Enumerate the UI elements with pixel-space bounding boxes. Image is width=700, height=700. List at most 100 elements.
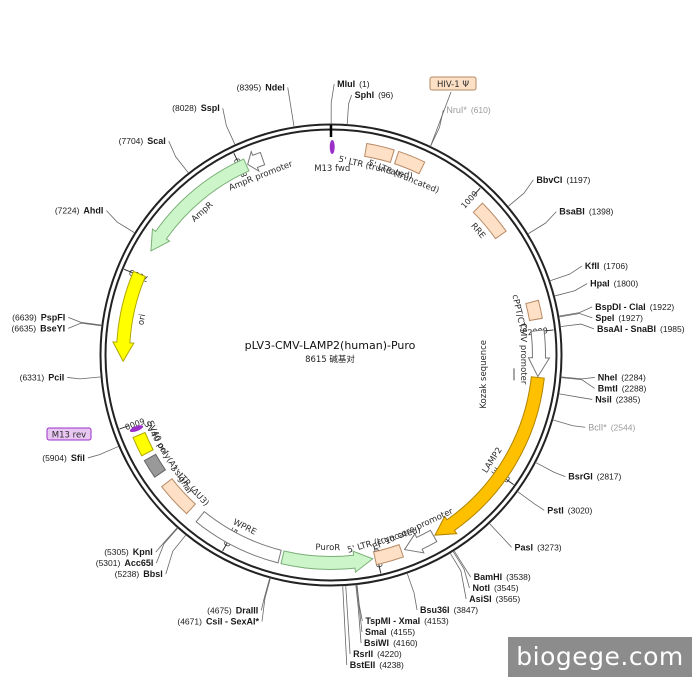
site-text: NotI(3545) <box>472 583 518 593</box>
site-position: (1197) <box>566 175 590 185</box>
feature-cppt-cts <box>525 299 543 322</box>
restriction-sites-group: MluI(1)SphI(96)NruI*(610)BbvCI(1197)BsaB… <box>12 76 685 670</box>
site-bsabi: BsaBI(1398) <box>527 207 614 235</box>
site-nhei: NheI(2284) <box>560 372 646 382</box>
site-leader-line <box>87 445 119 459</box>
site-text: NruI*(610) <box>446 105 491 115</box>
site-sfii: (5904)SfiI <box>42 445 119 463</box>
feature-label: CMV promoter <box>518 323 528 385</box>
site-name: DraIII <box>236 605 259 615</box>
site-name: NheI <box>598 372 618 382</box>
site-name: BbvCI <box>536 175 562 185</box>
site-nsii: NsiI(2385) <box>558 393 640 404</box>
site-text: (6331)PciI <box>20 372 65 382</box>
primer-label-box <box>46 427 92 441</box>
site-spei: SpeI(1927) <box>558 313 643 323</box>
site-leader-line <box>449 552 467 600</box>
site-ndei: (8395)NdeI <box>237 82 295 128</box>
site-name: NdeI <box>265 82 285 92</box>
site-position: (4155) <box>390 627 415 637</box>
site-bspdi-clai: BspDI - ClaI(1922) <box>558 302 674 317</box>
site-hpai: HpaI(1800) <box>554 279 638 297</box>
site-name: NruI* <box>446 105 467 115</box>
site-position: (3020) <box>568 505 593 515</box>
site-position: (8028) <box>172 103 197 113</box>
site-leader-line <box>260 577 271 611</box>
site-bsu36i: Bsu36I (3847) <box>406 572 479 615</box>
feature-label: PuroR <box>315 543 340 553</box>
site-rsrii: RsrII(4220) <box>345 585 402 659</box>
site-leader-line <box>535 462 566 478</box>
site-position: (6639) <box>12 312 37 322</box>
feature-puror <box>280 550 374 574</box>
site-text: PasI(3273) <box>515 542 562 552</box>
site-leader-line <box>330 83 335 125</box>
site-position: (6331) <box>20 372 45 382</box>
site-name: BmtI <box>598 383 618 393</box>
site-bsaai-snabi: BsaAI - SnaBI(1985) <box>560 323 685 334</box>
site-text: SphI(96) <box>355 90 394 100</box>
site-position: (5904) <box>42 453 67 463</box>
site-leader-line <box>356 584 363 633</box>
site-name: HpaI <box>590 279 610 289</box>
site-bbsi: (5238)BbsI <box>115 534 187 579</box>
site-position: (1985) <box>660 324 685 334</box>
site-position: (4671) <box>177 616 202 626</box>
site-leader-line <box>155 527 179 564</box>
site-text: BmtI(2288) <box>598 383 647 393</box>
site-leader-line <box>342 585 348 666</box>
site-text: NheI(2284) <box>598 372 646 382</box>
site-text: BsaAI - SnaBI(1985) <box>597 324 685 334</box>
site-bcli-: BclI*(2544) <box>552 419 635 432</box>
site-leader-line <box>346 94 353 125</box>
site-name: BseYI <box>40 323 65 333</box>
tick-mark <box>543 329 554 332</box>
site-position: (3847) <box>454 605 479 615</box>
site-text: (5301)Acc65I <box>96 558 154 568</box>
site-csii-sexai-: (4671)CsiI - SexAI* <box>177 577 271 626</box>
site-psti: PstI(3020) <box>517 491 593 515</box>
site-leader-line <box>345 585 351 655</box>
site-leader-line <box>406 572 418 611</box>
site-leader-line <box>558 306 593 317</box>
site-name: BspDI - ClaI <box>595 302 646 312</box>
site-text: (7704)ScaI <box>119 136 166 146</box>
site-position: (4675) <box>207 605 232 615</box>
site-text: (5305)KpnI <box>104 547 153 557</box>
site-bseyi: (6635)BseYI <box>12 322 102 333</box>
primer-label: M13 fwd <box>314 164 350 174</box>
site-name: PspFI <box>41 312 66 322</box>
site-name: AhdI <box>83 205 103 215</box>
site-text: (4671)CsiI - SexAI* <box>177 616 259 626</box>
site-name: BsiWI <box>364 638 389 648</box>
site-position: (5305) <box>104 547 129 557</box>
site-text: (4675) DraIII <box>207 605 258 615</box>
site-leader-line <box>549 265 583 282</box>
site-kfli: KflI(1706) <box>549 261 628 282</box>
site-name: SspI <box>201 103 220 113</box>
hiv-psi-leader <box>430 91 452 147</box>
site-position: (3545) <box>494 583 519 593</box>
site-pspfi: (6639) PspFI <box>12 312 102 326</box>
site-name: PasI <box>515 542 534 552</box>
site-bbvci: BbvCI (1197) <box>507 175 590 207</box>
site-kpni: (5305)KpnI <box>104 527 178 557</box>
site-text: (8395)NdeI <box>237 82 285 92</box>
feature-ori <box>112 270 147 363</box>
hiv-psi-label: HIV-1 Ψ <box>437 80 469 90</box>
site-position: (1927) <box>618 313 643 323</box>
site-name: NsiI <box>595 394 612 404</box>
site-name: ScaI <box>147 136 166 146</box>
site-bmti: BmtI(2288) <box>560 377 647 393</box>
site-asisi: AsiSI(3565) <box>449 552 520 604</box>
site-text: SpeI(1927) <box>595 313 643 323</box>
site-name: Bsu36I <box>420 605 450 615</box>
site-leader-line <box>452 550 470 589</box>
site-name: BstEII <box>350 660 376 670</box>
site-leader-line <box>517 491 545 511</box>
site-leader-line <box>554 283 588 297</box>
site-name: KflI <box>585 261 600 271</box>
feature-ampr-promoter <box>247 150 266 173</box>
